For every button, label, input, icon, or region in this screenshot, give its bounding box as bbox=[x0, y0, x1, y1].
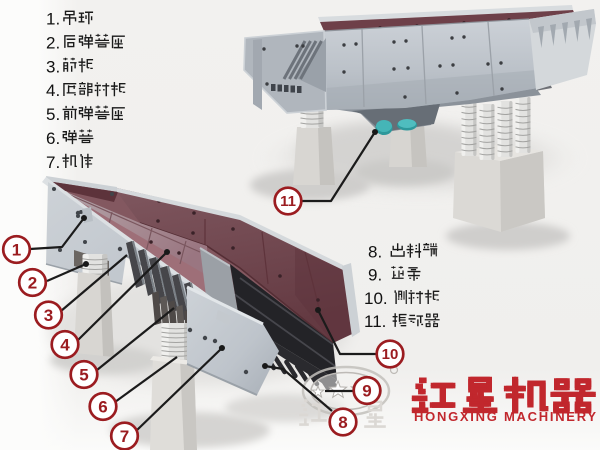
svg-text:10.: 10. bbox=[364, 289, 388, 308]
svg-text:2: 2 bbox=[28, 274, 37, 293]
svg-text:10: 10 bbox=[382, 346, 399, 363]
svg-text:2.: 2. bbox=[46, 33, 60, 52]
svg-text:1: 1 bbox=[12, 241, 21, 260]
svg-text:11.: 11. bbox=[364, 312, 386, 331]
svg-text:6.: 6. bbox=[46, 129, 60, 148]
svg-text:3.: 3. bbox=[46, 57, 60, 76]
svg-text:9: 9 bbox=[362, 382, 371, 401]
svg-text:8.: 8. bbox=[368, 243, 382, 262]
svg-text:4.: 4. bbox=[46, 81, 60, 100]
svg-text:11: 11 bbox=[280, 193, 296, 210]
svg-text:9.: 9. bbox=[368, 266, 382, 285]
svg-text:3: 3 bbox=[44, 306, 53, 325]
svg-text:7: 7 bbox=[120, 427, 129, 446]
svg-text:5: 5 bbox=[79, 366, 88, 385]
svg-text:7.: 7. bbox=[46, 153, 60, 172]
svg-text:8: 8 bbox=[338, 413, 347, 432]
svg-text:1.: 1. bbox=[46, 10, 60, 29]
svg-text:5.: 5. bbox=[46, 105, 60, 124]
svg-text:4: 4 bbox=[60, 336, 70, 355]
svg-text:6: 6 bbox=[98, 398, 107, 417]
svg-text:HONGXING MACHINERY: HONGXING MACHINERY bbox=[414, 409, 596, 424]
